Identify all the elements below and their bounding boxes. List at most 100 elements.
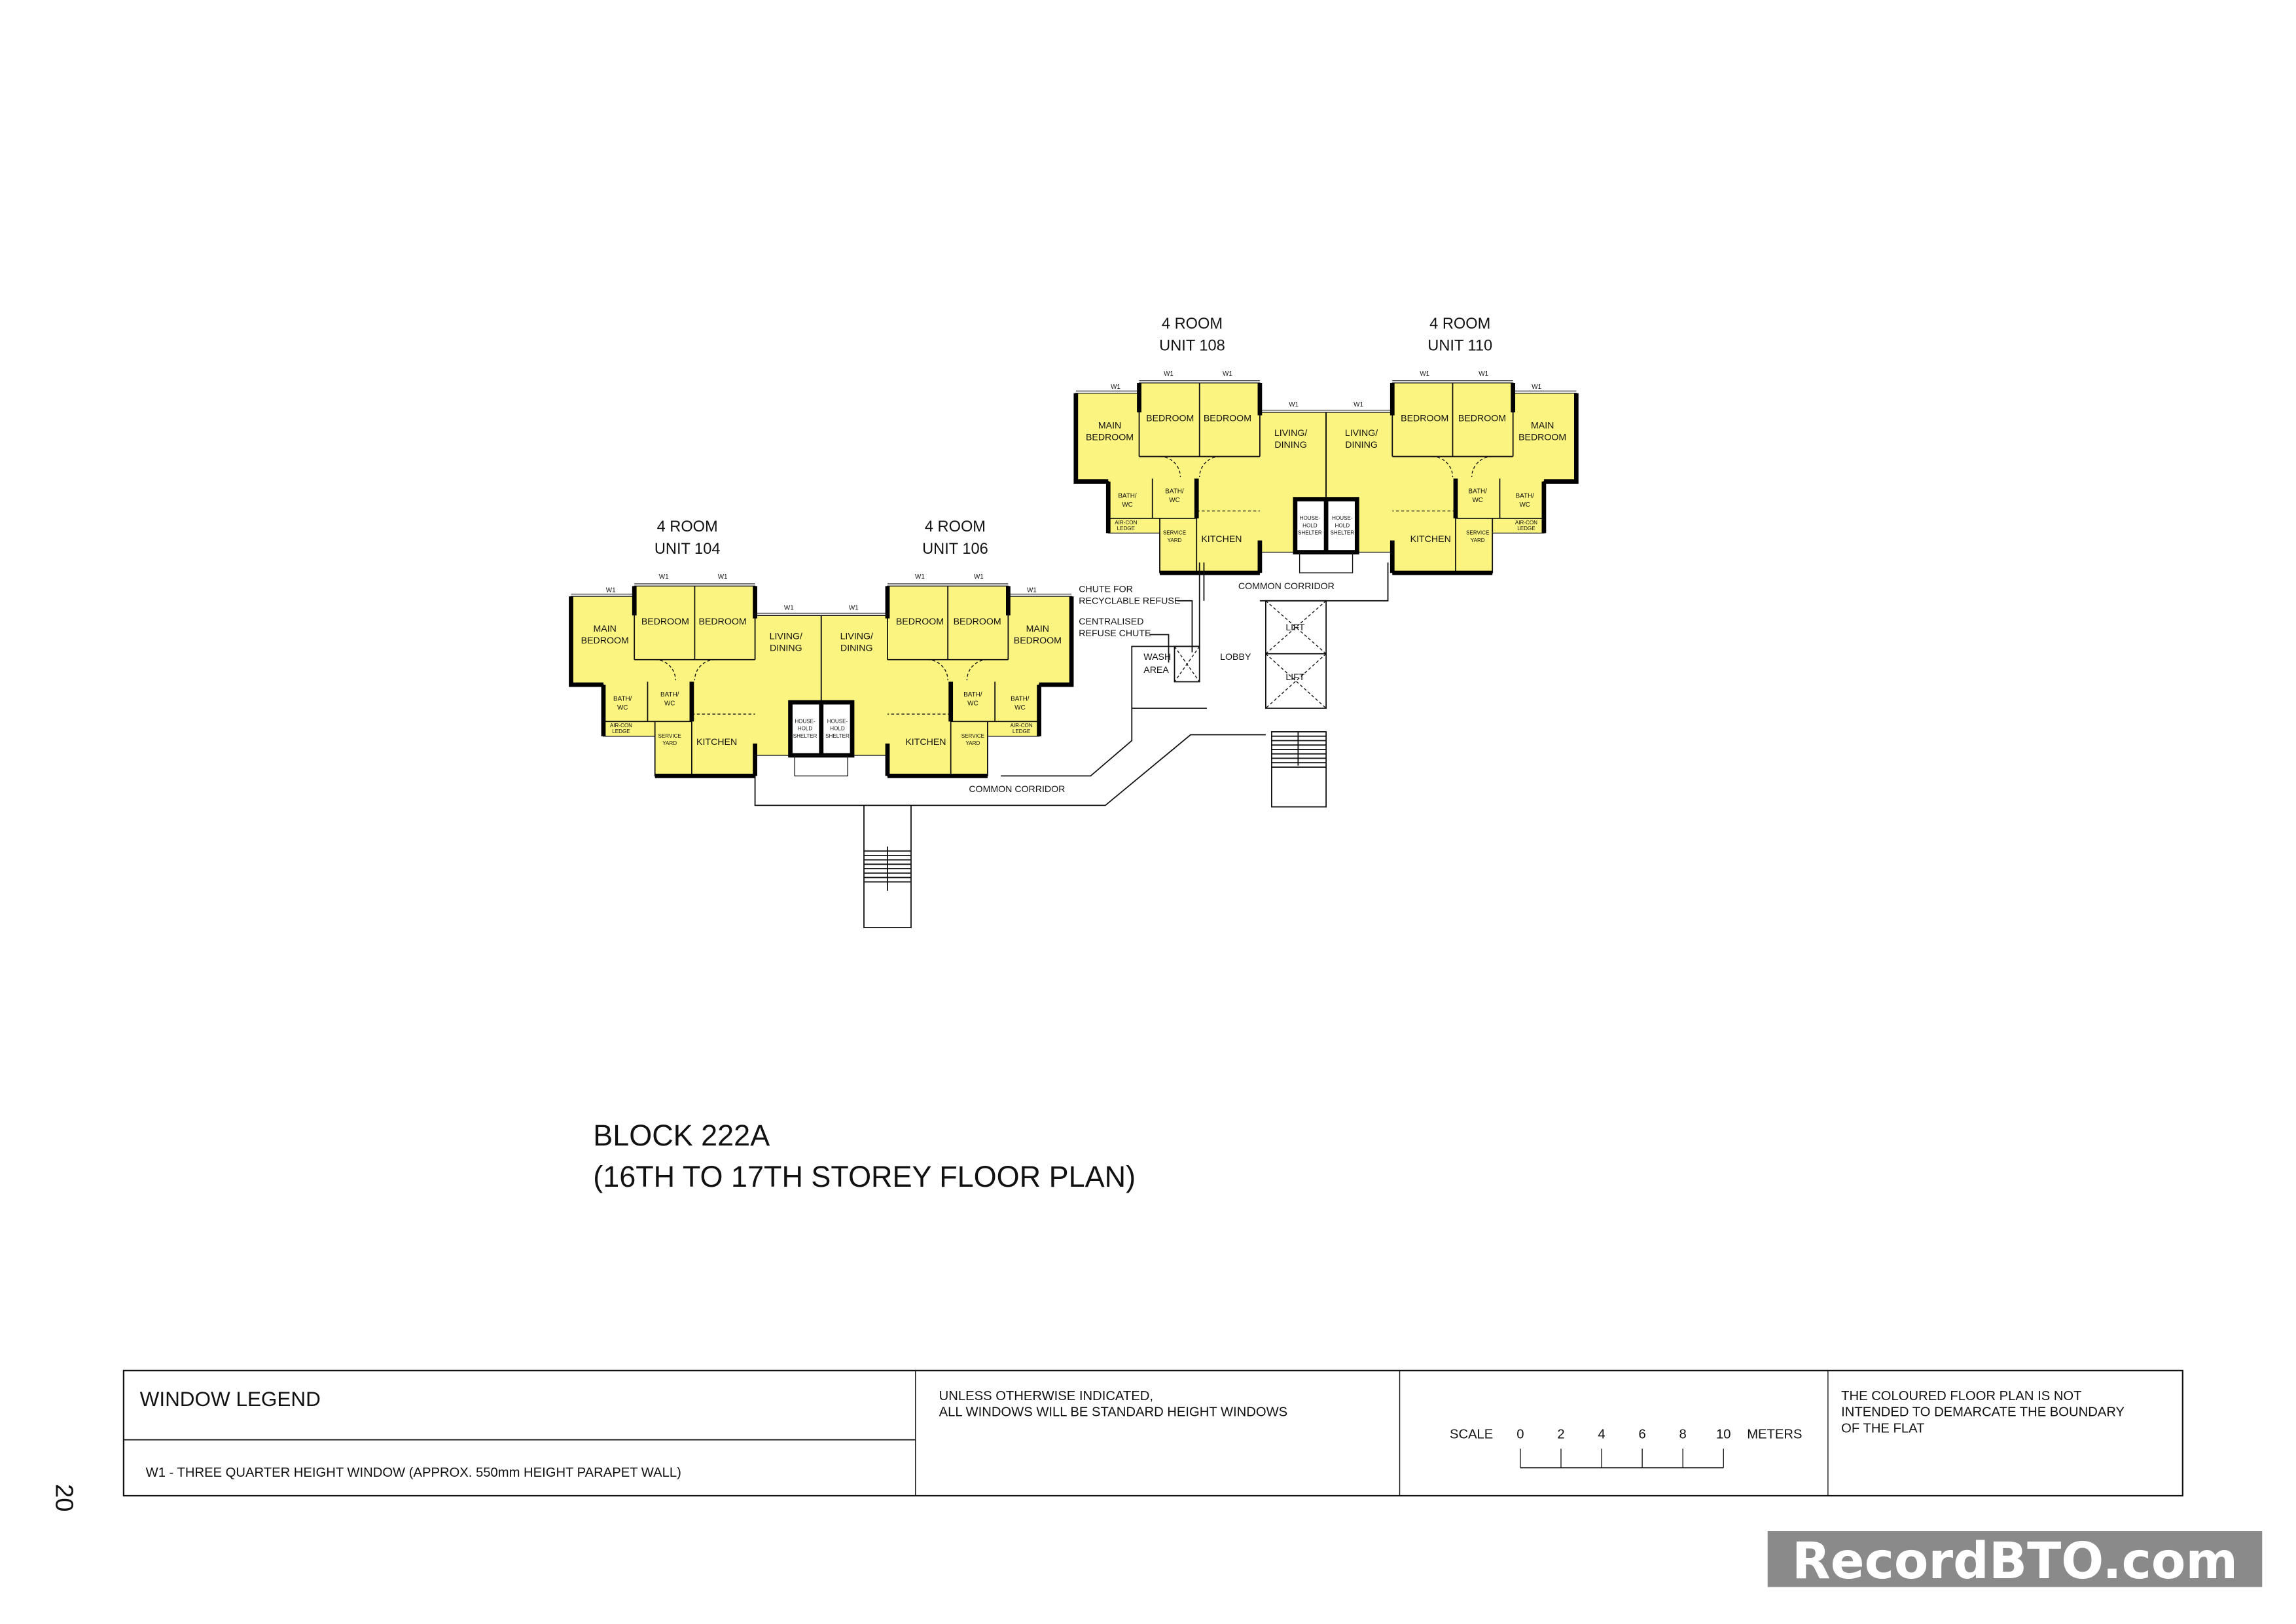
entrance-recess xyxy=(1299,551,1354,573)
unit-type-label: 4 ROOM xyxy=(1429,316,1490,333)
unit-number-label: UNIT 110 xyxy=(1427,338,1492,355)
scale-tick-label: 8 xyxy=(1679,1427,1687,1441)
aircon-ledge-label: AIR-CON xyxy=(610,723,632,729)
unit-floor-area xyxy=(821,585,1072,777)
household-shelter-label: HOLD xyxy=(798,726,813,732)
door-swing xyxy=(1199,456,1221,477)
household-shelter-label: HOLD xyxy=(830,726,845,732)
household-shelter-label: HOUSE- xyxy=(827,718,848,724)
corridor-upper-wall xyxy=(754,776,864,806)
scale-tick-label: 2 xyxy=(1557,1427,1564,1441)
living-dining-label: DINING xyxy=(1345,440,1378,450)
bath-wc-label: WC xyxy=(1519,501,1530,509)
lift-shafts xyxy=(1265,600,1327,709)
bedroom-label: BEDROOM xyxy=(1204,413,1251,424)
refuse-chute xyxy=(1174,645,1200,683)
main-bedroom-label: BEDROOM xyxy=(1014,636,1062,646)
window-label: W1 xyxy=(849,604,859,611)
staircase-left xyxy=(863,804,912,928)
structural-wall xyxy=(569,596,603,687)
centralised-chute-label: REFUSE CHUTE xyxy=(1079,628,1151,639)
scale-tick-label: 4 xyxy=(1598,1427,1605,1441)
corridor-lower-wall xyxy=(910,734,1266,806)
bedroom-label: BEDROOM xyxy=(954,617,1001,627)
window-label: W1 xyxy=(1479,370,1488,378)
window-label: W1 xyxy=(659,573,669,581)
structural-wall xyxy=(1073,393,1109,484)
window-label: W1 xyxy=(1223,370,1232,378)
main-bedroom-label: BEDROOM xyxy=(1518,433,1566,443)
bath-wc-label: WC xyxy=(617,704,628,712)
unit-number-label: UNIT 108 xyxy=(1159,338,1225,355)
unit-type-label: 4 ROOM xyxy=(925,518,986,535)
door-swing xyxy=(1159,456,1181,477)
living-dining-label: LIVING/ xyxy=(840,631,873,641)
units-layer: MAIN BEDROOM BEDROOM BEDROOM LIVING/DINING BA… xyxy=(569,316,1579,778)
door-swing xyxy=(694,659,715,681)
window-label: W1 xyxy=(718,573,728,581)
common-corridor-label: COMMON CORRIDOR xyxy=(969,784,1065,795)
unit-type-label: 4 ROOM xyxy=(1162,316,1223,333)
aircon-ledge-label: LEDGE xyxy=(1013,729,1031,734)
aircon-ledge-label: AIR-CON xyxy=(1011,723,1033,729)
service-yard-label: SERVICE xyxy=(1163,530,1187,536)
structural-wall xyxy=(1543,393,1579,484)
unit-number-label: UNIT 104 xyxy=(655,541,721,558)
wash-area-label: WASH xyxy=(1143,652,1171,662)
bath-wc-label: BATH/ xyxy=(613,696,632,703)
chute-leader-line xyxy=(1149,634,1170,663)
aircon-ledge-label: AIR-CON xyxy=(1115,520,1137,526)
legend-box: WINDOW LEGEND W1 - THREE QUARTER HEIGHT … xyxy=(122,1369,2183,1497)
chute-recyclable-label: CHUTE FOR xyxy=(1079,584,1133,594)
bath-wc-label: WC xyxy=(1014,704,1025,712)
bath-wc-label: BATH/ xyxy=(963,691,982,698)
service-yard-label: SERVICE xyxy=(961,733,985,739)
bath-wc-label: WC xyxy=(967,700,978,707)
lobby-label: LOBBY xyxy=(1220,652,1251,662)
entrance-recess xyxy=(794,755,848,777)
aircon-ledge-label: LEDGE xyxy=(1117,526,1136,532)
aircon-ledge-label: LEDGE xyxy=(612,729,630,734)
window-label: W1 xyxy=(1111,384,1121,391)
lift-label: LIFT xyxy=(1285,623,1304,633)
storey-title: (16TH TO 17TH STOREY FLOOR PLAN) xyxy=(593,1160,1136,1193)
kitchen-label: KITCHEN xyxy=(1410,534,1451,545)
bedroom-label: BEDROOM xyxy=(1401,413,1448,424)
bath-wc-label: WC xyxy=(1472,497,1482,504)
scale-tick-label: 0 xyxy=(1516,1427,1524,1441)
scale-tick-label: 10 xyxy=(1716,1427,1731,1441)
window-note: ALL WINDOWS WILL BE STANDARD HEIGHT WIND… xyxy=(939,1405,1287,1420)
bath-wc-label: WC xyxy=(664,700,675,707)
window-label: W1 xyxy=(974,573,984,581)
main-bedroom-label: MAIN xyxy=(1098,421,1121,431)
household-shelter-label: SHELTER xyxy=(1330,530,1354,536)
staircase-right xyxy=(1270,731,1327,808)
kitchen-label: KITCHEN xyxy=(905,737,946,748)
door-swing xyxy=(1471,456,1493,477)
lift-label: LIFT xyxy=(1285,672,1304,683)
bedroom-label: BEDROOM xyxy=(896,617,944,627)
window-label: W1 xyxy=(784,604,794,611)
corridor-link-wall xyxy=(1001,562,1200,777)
common-corridor-label: COMMON CORRIDOR xyxy=(1238,581,1335,592)
common-areas: COMMON CORRIDOR COMMON CORRIDOR LOBBY WA… xyxy=(754,562,1389,928)
household-shelter-label: HOUSE- xyxy=(1300,515,1321,521)
w1-legend-item: W1 - THREE QUARTER HEIGHT WINDOW (APPROX… xyxy=(146,1466,681,1480)
service-yard-label: YARD xyxy=(1471,537,1485,543)
living-dining-label: DINING xyxy=(770,643,802,653)
household-shelter-label: HOLD xyxy=(1302,522,1318,528)
service-yard-label: YARD xyxy=(662,740,677,746)
chute-leader-line xyxy=(1177,600,1193,653)
service-yard-label: SERVICE xyxy=(658,733,682,739)
unit-number-label: UNIT 106 xyxy=(922,541,988,558)
block-title: BLOCK 222A xyxy=(593,1119,770,1152)
household-shelter-label: HOUSE- xyxy=(1332,515,1353,521)
scale-label: SCALE xyxy=(1450,1427,1493,1441)
bedroom-label: BEDROOM xyxy=(1458,413,1506,424)
window-legend-heading: WINDOW LEGEND xyxy=(140,1388,321,1411)
main-bedroom-label: BEDROOM xyxy=(1086,433,1134,443)
kitchen-label: KITCHEN xyxy=(696,737,737,748)
